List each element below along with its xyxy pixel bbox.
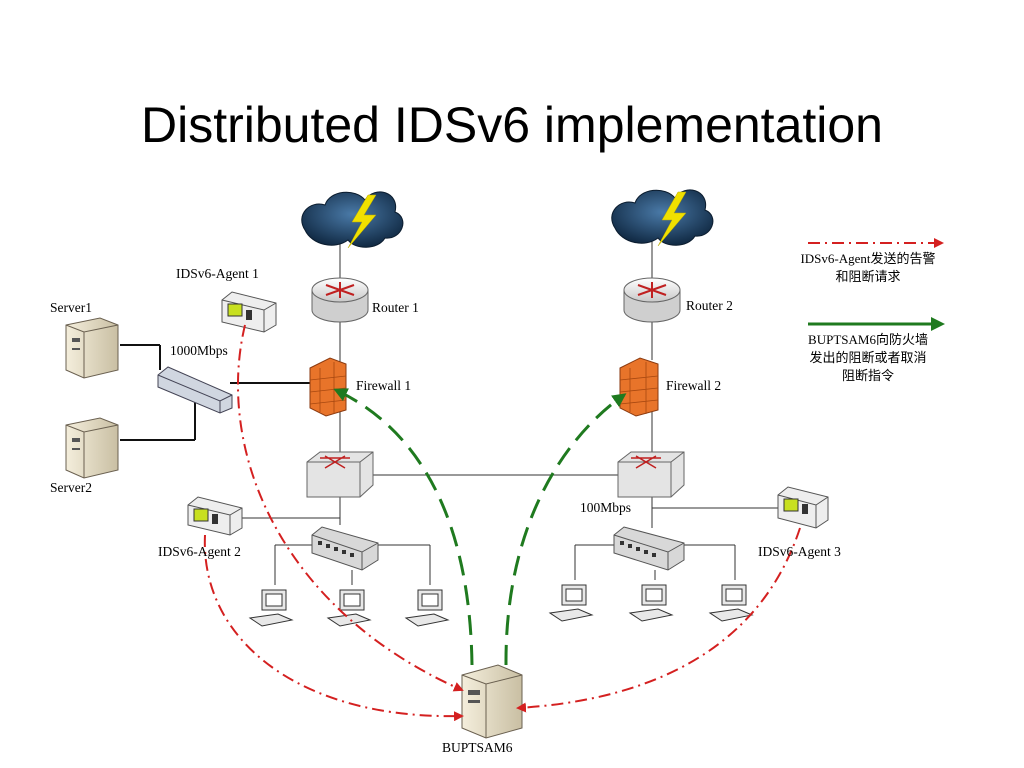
workstation-icon xyxy=(248,589,294,627)
server-1-icon xyxy=(65,317,119,379)
server-1-label: Server1 xyxy=(50,300,92,315)
server-2-label: Server2 xyxy=(50,480,92,495)
gigabit-switch-icon xyxy=(157,366,233,414)
alert-arrow-agent1 xyxy=(237,324,464,692)
core-switch-left-icon xyxy=(306,451,374,498)
alert-arrow-agent2 xyxy=(203,534,464,722)
router-2-label: Router 2 xyxy=(686,298,733,313)
legend-alert-line2: 和阻断请求 xyxy=(835,269,900,284)
firewall-1-label: Firewall 1 xyxy=(356,378,411,393)
lightning-icon xyxy=(657,191,687,247)
alert-arrows xyxy=(203,324,801,722)
workstation-icon xyxy=(548,584,594,622)
alert-arrow-agent3 xyxy=(516,527,801,713)
core-switch-right-icon xyxy=(617,451,685,498)
block-arrows xyxy=(333,388,627,666)
server-2-icon xyxy=(65,417,119,479)
slide-title: Distributed IDSv6 implementation xyxy=(141,97,883,153)
server-links xyxy=(120,344,312,441)
internet-cloud-left xyxy=(301,191,404,249)
block-arrow-firewall2 xyxy=(504,393,627,666)
workstation-icon xyxy=(404,589,450,627)
agent-3-label: IDSv6-Agent 3 xyxy=(758,544,841,559)
workstation-icon xyxy=(628,584,674,622)
ids-agent-1-icon xyxy=(221,291,277,333)
legend-block-line3: 阻断指令 xyxy=(842,368,894,383)
node-labels: Router 1 Router 2 Firewall 1 Firewall 2 … xyxy=(50,266,841,755)
router-2-icon xyxy=(623,277,681,323)
buptsam6-label: BUPTSAM6 xyxy=(442,740,513,755)
legend-block-line1: BUPTSAM6向防火墙 xyxy=(808,332,928,347)
speed-label-left: 1000Mbps xyxy=(170,343,228,358)
firewall-1-icon xyxy=(309,357,347,417)
workstation-icon xyxy=(708,584,754,622)
lightning-icon xyxy=(347,194,377,249)
legend-alert-line1: IDSv6-Agent发送的告警 xyxy=(800,251,935,266)
legend: IDSv6-Agent发送的告警 和阻断请求 BUPTSAM6向防火墙 发出的阻… xyxy=(800,238,945,383)
agent-1-label: IDSv6-Agent 1 xyxy=(176,266,259,281)
buptsam6-server-icon xyxy=(461,664,523,739)
firewall-2-icon xyxy=(619,357,659,417)
legend-block-line2: 发出的阻断或者取消 xyxy=(809,350,926,365)
ids-agent-3-icon xyxy=(777,486,829,529)
agent-2-label: IDSv6-Agent 2 xyxy=(158,544,241,559)
firewall-2-label: Firewall 2 xyxy=(666,378,721,393)
router-1-label: Router 1 xyxy=(372,300,419,315)
access-switch-right-icon xyxy=(613,526,685,571)
ids-agent-2-icon xyxy=(187,496,243,536)
workstations xyxy=(248,584,754,627)
workstation-icon xyxy=(326,589,372,627)
internet-cloud-right xyxy=(611,189,714,247)
block-arrow-firewall1 xyxy=(333,388,474,666)
access-switch-left-icon xyxy=(311,526,379,571)
speed-label-right: 100Mbps xyxy=(580,500,631,515)
router-1-icon xyxy=(311,277,369,323)
